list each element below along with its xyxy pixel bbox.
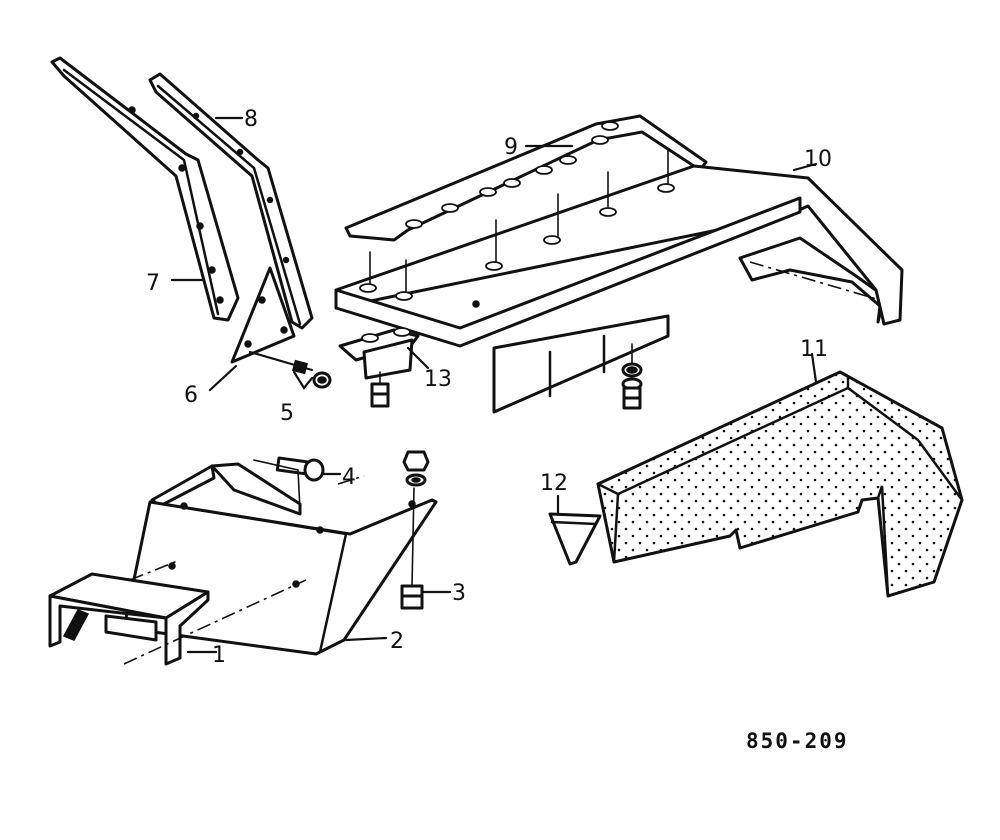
callout-9: 9	[504, 135, 518, 160]
part-10-fender	[334, 149, 904, 414]
part-13-clamp-plate	[338, 327, 420, 380]
part-12-triangle-clip	[548, 512, 602, 566]
callout-labels: 1 2 3 4 5 6 7 8 9 10 11 12 13	[146, 107, 832, 668]
callout-13: 13	[424, 367, 452, 392]
part-9-top-rail	[344, 114, 708, 242]
part-8-mounting-bracket	[148, 72, 314, 330]
part-6-gusset-plate	[230, 266, 296, 364]
part-7-mounting-bracket	[50, 56, 240, 322]
part-2-lower-shield	[122, 462, 438, 656]
callout-8: 8	[244, 107, 258, 132]
callout-6: 6	[184, 383, 198, 408]
part-3-bolt-assembly	[400, 450, 430, 610]
callout-5: 5	[280, 401, 294, 426]
callout-3: 3	[452, 581, 466, 606]
callout-1: 1	[212, 643, 226, 668]
part-4-bolt	[253, 456, 325, 511]
part-5-bolt-and-nut	[248, 350, 332, 389]
callout-11: 11	[800, 337, 828, 362]
callout-7: 7	[146, 271, 160, 296]
callout-2: 2	[390, 629, 404, 654]
figure-reference-code: 850-209	[746, 729, 849, 753]
fender-bolts	[370, 343, 643, 410]
callout-leaders	[170, 116, 818, 654]
part-11-fender-liner	[596, 370, 964, 598]
assembly-centerlines	[123, 475, 365, 665]
callout-10: 10	[804, 147, 832, 172]
callout-12: 12	[540, 471, 568, 496]
part-1-front-cover	[48, 572, 210, 666]
callout-4: 4	[342, 465, 356, 490]
